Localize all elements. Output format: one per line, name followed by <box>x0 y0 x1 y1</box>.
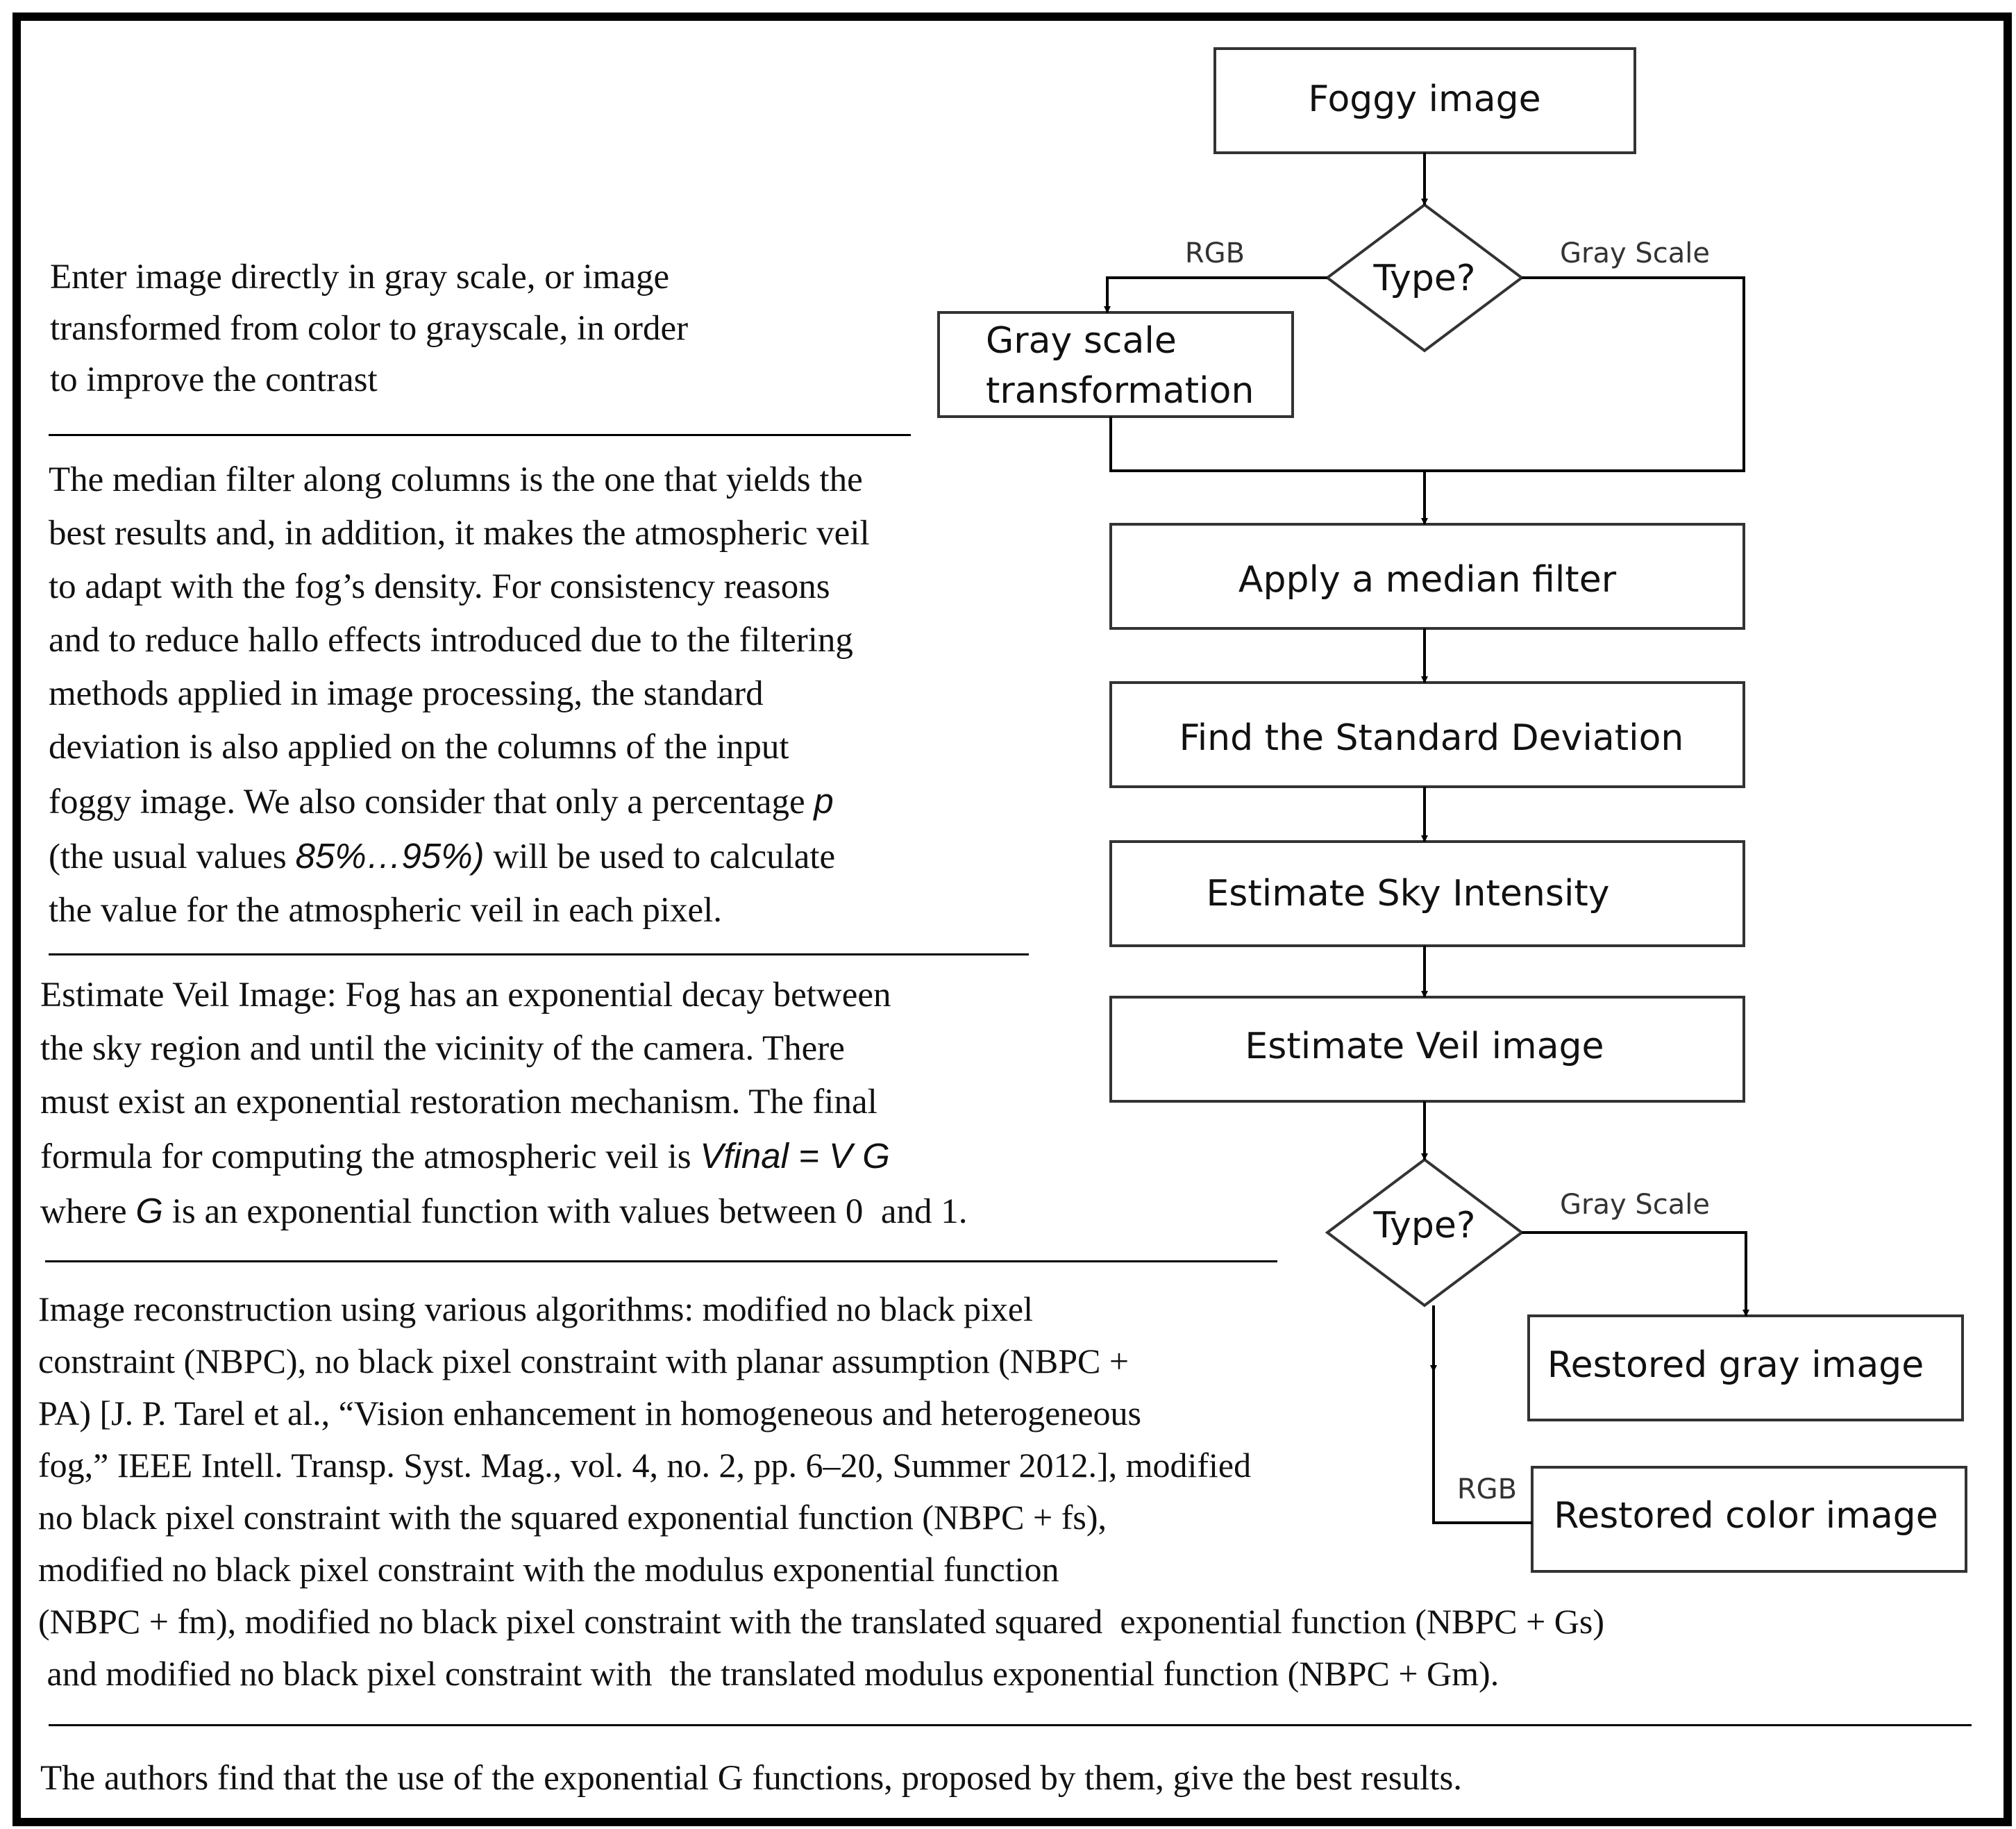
percentage-symbol: p <box>814 781 834 821</box>
type-decision-1 <box>1325 203 1524 353</box>
sky-label: Estimate Sky Intensity <box>1206 873 1609 914</box>
arrow-gray-branch-2 <box>1522 1231 1749 1317</box>
median-label: Apply a median filter <box>1238 559 1617 601</box>
line-rgb-to-color <box>1432 1371 1532 1524</box>
rgb-branch-label-2: RGB <box>1457 1473 1517 1505</box>
grayscale-label-line2: transformation <box>986 370 1254 412</box>
gray-branch-label-1: Gray Scale <box>1560 237 1710 269</box>
note-reconstruction: Image reconstruction using various algor… <box>38 1289 1604 1693</box>
g-symbol: G <box>135 1191 164 1230</box>
restored-color-box <box>1531 1466 1967 1573</box>
type-label-1: Type? <box>1372 258 1475 299</box>
line-gray-branch <box>1109 276 1745 472</box>
note-median-filter: The median filter along columns is the o… <box>49 460 870 930</box>
foggy-image-box <box>1213 47 1636 154</box>
divider-1 <box>49 434 911 436</box>
type-label-2: Type? <box>1372 1205 1475 1246</box>
restored-gray-label: Restored gray image <box>1547 1344 1924 1386</box>
divider-2 <box>49 953 1029 955</box>
grayscale-transform-box <box>937 311 1294 418</box>
note-grayscale: Enter image directly in gray scale, or i… <box>50 258 689 399</box>
restored-color-label: Restored color image <box>1554 1495 1938 1537</box>
divider-4 <box>49 1724 1972 1726</box>
divider-3 <box>45 1260 1277 1262</box>
restored-gray-box <box>1527 1314 1964 1421</box>
percentage-range: 85%…95%) <box>295 836 485 876</box>
stddev-label: Find the Standard Deviation <box>1179 717 1684 759</box>
grayscale-label-line1: Gray scale <box>986 320 1177 362</box>
rgb-branch-label-1: RGB <box>1185 237 1245 269</box>
veil-image-box <box>1109 996 1745 1103</box>
note-conclusion: The authors find that the use of the exp… <box>40 1759 1463 1798</box>
outer-frame <box>12 12 2012 1826</box>
veil-label: Estimate Veil image <box>1245 1026 1604 1067</box>
foggy-image-label: Foggy image <box>1308 78 1540 120</box>
arrow-rgb-branch <box>1104 276 1327 313</box>
note-veil-image: Estimate Veil Image: Fog has an exponent… <box>40 976 968 1231</box>
gray-branch-label-2: Gray Scale <box>1560 1189 1710 1221</box>
veil-formula: Vfinal = V G <box>700 1136 890 1176</box>
type-decision-2 <box>1325 1158 1524 1308</box>
